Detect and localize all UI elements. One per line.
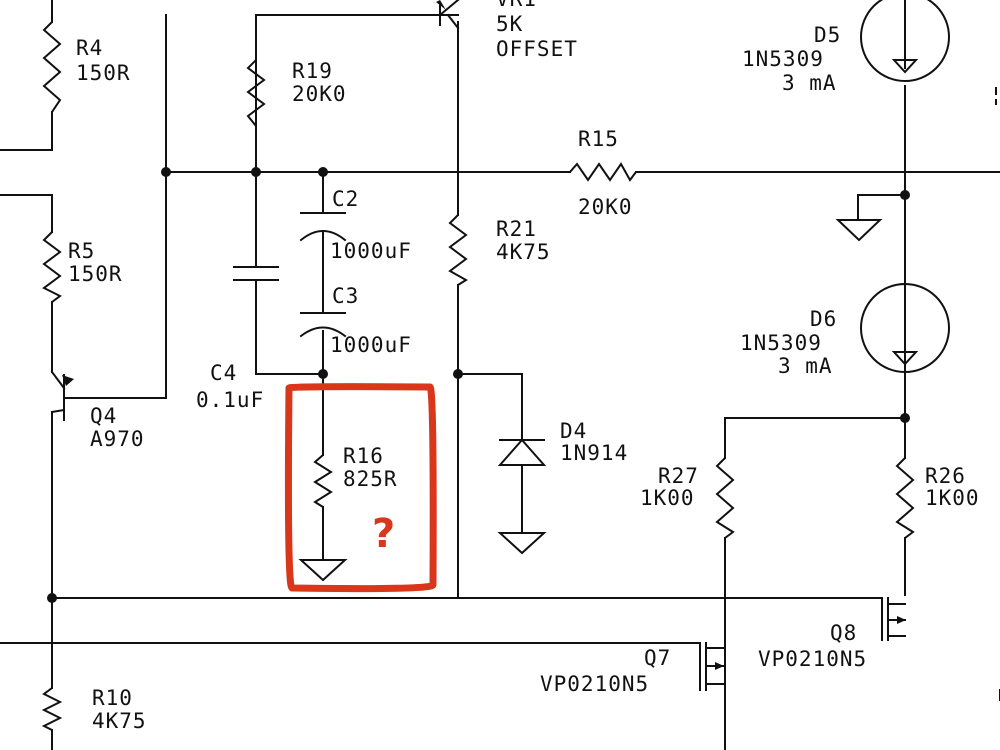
diode-d6 <box>860 283 950 373</box>
label-r4-value: 150R <box>76 61 131 85</box>
label-c4-value: 0.1uF <box>196 388 264 412</box>
label-r15-ref: R15 <box>578 127 619 151</box>
transistor-q7 <box>699 642 726 691</box>
junction-dot <box>453 369 463 379</box>
label-d4-ref: D4 <box>560 419 587 443</box>
label-r19-ref: R19 <box>292 59 333 83</box>
resistor-r26 <box>895 457 915 539</box>
highlight-box: ? <box>284 383 437 593</box>
label-d5-value: 1N5309 <box>742 47 824 71</box>
label-q8-value: VP0210N5 <box>758 647 867 671</box>
ground-symbol <box>497 532 547 555</box>
resistor-r19 <box>246 59 266 127</box>
transistor-q4 <box>50 370 77 421</box>
label-c2-ref: C2 <box>332 187 359 211</box>
label-r27-value: 1K00 <box>640 486 695 510</box>
label-q4-value: A970 <box>90 427 145 451</box>
junction-dot <box>318 369 328 379</box>
label-d5-ref: D5 <box>814 23 841 47</box>
label-d6-value: 1N5309 <box>740 331 822 355</box>
label-r16-ref: R16 <box>343 444 384 468</box>
label-r5-value: 150R <box>68 262 123 286</box>
capacitor-c4 <box>233 266 279 281</box>
capacitor-c3 <box>299 312 347 338</box>
label-d4-value: 1N914 <box>560 441 628 465</box>
resistor-r15 <box>569 162 637 182</box>
ground-symbol <box>298 559 348 582</box>
junction-dot <box>318 167 328 177</box>
label-vr1-ref: VR1 <box>496 0 537 11</box>
transistor-q8 <box>881 597 906 641</box>
label-r10-value: 4K75 <box>92 709 147 733</box>
label-r15-value: 20K0 <box>578 195 633 219</box>
label-r16-value: 825R <box>343 467 398 491</box>
label-r27-ref: R27 <box>658 464 699 488</box>
label-r10-ref: R10 <box>92 686 133 710</box>
label-d6-current: 3 mA <box>778 354 833 378</box>
label-d5-current: 3 mA <box>782 71 837 95</box>
junctions <box>47 167 910 603</box>
label-q7-value: VP0210N5 <box>540 672 649 696</box>
resistor-r27 <box>715 457 735 539</box>
label-c2-value: 1000uF <box>330 239 412 263</box>
diode-d4 <box>497 438 547 466</box>
label-d6-ref: D6 <box>810 307 837 331</box>
resistor-r4 <box>42 21 62 113</box>
label-r21-ref: R21 <box>496 217 537 241</box>
label-r21-value: 4K75 <box>496 240 551 264</box>
label-q8-ref: Q8 <box>830 621 857 645</box>
label-r26-ref: R26 <box>925 464 966 488</box>
label-vr1-function: OFFSET <box>496 37 578 61</box>
ground-symbol <box>835 219 883 242</box>
capacitor-c2 <box>299 212 347 242</box>
resistor-r21 <box>448 214 468 286</box>
label-c3-value: 1000uF <box>330 333 412 357</box>
resistor-r10 <box>41 687 63 731</box>
label-q4-ref: Q4 <box>90 404 117 428</box>
junction-dot <box>161 167 171 177</box>
label-r5-ref: R5 <box>68 239 95 263</box>
diode-d5 <box>860 0 950 82</box>
junction-dot <box>900 190 910 200</box>
junction-dot <box>251 167 261 177</box>
junction-dot <box>900 413 910 423</box>
label-c3-ref: C3 <box>332 284 359 308</box>
question-mark-annotation: ? <box>372 511 395 557</box>
resistor-r16 <box>313 454 333 508</box>
label-r4-ref: R4 <box>76 36 103 60</box>
label-vr1-value: 5K <box>496 12 523 36</box>
label-c4-ref: C4 <box>210 361 237 385</box>
potentiometer-vr1 <box>436 0 460 30</box>
resistor-r5 <box>42 231 62 303</box>
label-r19-value: 20K0 <box>292 82 347 106</box>
label-q7-ref: Q7 <box>644 646 671 670</box>
junction-dot <box>47 593 57 603</box>
label-r26-value: 1K00 <box>925 486 980 510</box>
